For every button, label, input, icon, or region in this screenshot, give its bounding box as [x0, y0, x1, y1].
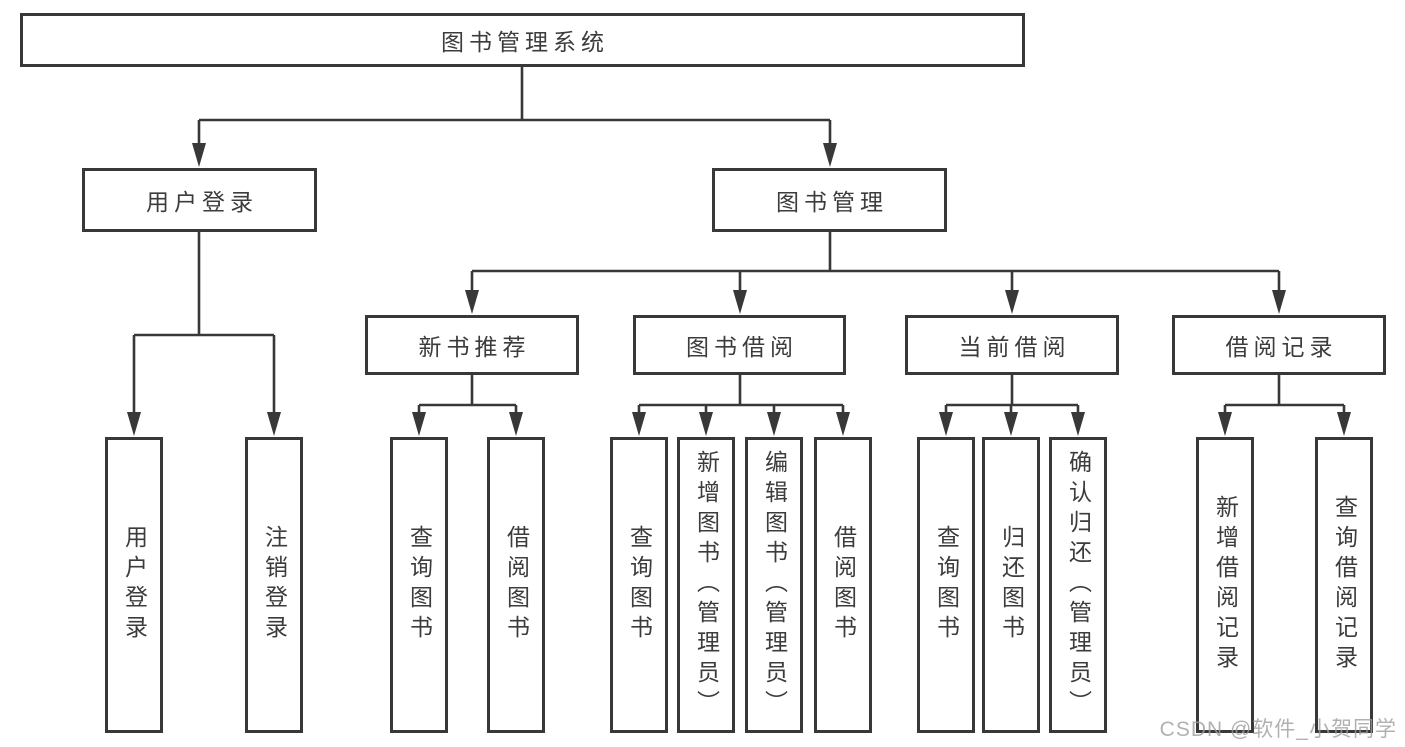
node-library-system: 图书管理系统	[20, 13, 1025, 67]
leaf-label: 注销登录	[261, 525, 288, 645]
leaf-logout-login: 注销登录	[245, 437, 303, 733]
leaf-query-books-current: 查询图书	[917, 437, 975, 733]
leaf-edit-books-admin: 编辑图书（管理员）	[745, 437, 803, 733]
node-book-borrow: 图书借阅	[633, 315, 846, 375]
leaf-borrow-books-recommend: 借阅图书	[487, 437, 545, 733]
leaf-label: 确认归还（管理员）	[1065, 450, 1092, 720]
leaf-user-login: 用户登录	[105, 437, 163, 733]
node-borrow-records: 借阅记录	[1172, 315, 1386, 375]
leaf-query-borrow-record: 查询借阅记录	[1315, 437, 1373, 733]
node-user-login-branch: 用户登录	[82, 168, 317, 232]
leaf-label: 编辑图书（管理员）	[761, 450, 788, 720]
leaf-label: 新增借阅记录	[1212, 495, 1239, 675]
leaf-label: 查询图书	[626, 525, 653, 645]
leaf-label: 新增图书（管理员）	[693, 450, 720, 720]
node-book-management-branch: 图书管理	[712, 168, 947, 232]
leaf-label: 查询图书	[933, 525, 960, 645]
leaf-label: 借阅图书	[830, 525, 857, 645]
csdn-watermark: CSDN @软件_小贺同学	[1159, 718, 1397, 741]
node-new-book-recommend: 新书推荐	[365, 315, 579, 375]
leaf-query-books-recommend: 查询图书	[390, 437, 448, 733]
leaf-label: 查询图书	[406, 525, 433, 645]
leaf-query-books-borrow: 查询图书	[610, 437, 668, 733]
leaf-label: 查询借阅记录	[1331, 495, 1358, 675]
leaf-confirm-return-admin: 确认归还（管理员）	[1049, 437, 1107, 733]
leaf-label: 归还图书	[998, 525, 1025, 645]
leaf-label: 用户登录	[121, 525, 148, 645]
leaf-add-borrow-record: 新增借阅记录	[1196, 437, 1254, 733]
leaf-return-books: 归还图书	[982, 437, 1040, 733]
node-current-borrow: 当前借阅	[905, 315, 1119, 375]
leaf-add-books-admin: 新增图书（管理员）	[677, 437, 735, 733]
leaf-label: 借阅图书	[503, 525, 530, 645]
leaf-borrow-books-borrow: 借阅图书	[814, 437, 872, 733]
